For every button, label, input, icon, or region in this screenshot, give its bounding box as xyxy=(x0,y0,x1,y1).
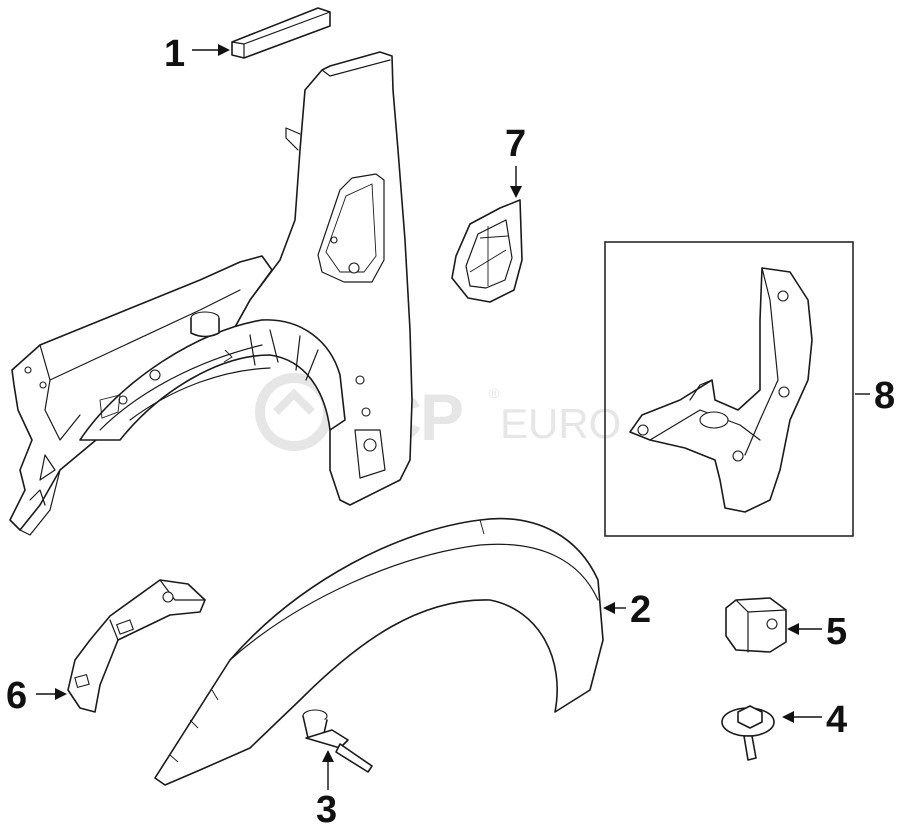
watermark-logo-mark xyxy=(273,388,315,415)
part-4-bolt xyxy=(721,705,775,761)
quarter-panel-assembly xyxy=(9,51,413,536)
callout-7: 7 xyxy=(505,123,526,165)
watermark-registered: ® xyxy=(489,385,500,401)
leaders xyxy=(36,44,870,790)
part-6-bracket xyxy=(67,579,206,713)
watermark: FCP EURO ® xyxy=(255,373,621,454)
callout-4: 4 xyxy=(826,699,847,741)
part-5-clip-nut xyxy=(725,597,787,653)
callout-3: 3 xyxy=(316,789,337,831)
part-8-box xyxy=(604,241,854,537)
callout-8: 8 xyxy=(874,375,895,417)
part-3-push-clip xyxy=(302,709,373,773)
part-1-trim-strip xyxy=(231,7,331,59)
part-7-gusset xyxy=(451,199,523,303)
callout-1: 1 xyxy=(164,33,185,75)
callout-6: 6 xyxy=(6,675,27,717)
callout-5: 5 xyxy=(826,611,847,653)
watermark-suffix: EURO xyxy=(500,400,621,447)
callout-2: 2 xyxy=(630,589,651,631)
callout-labels: 1 2 3 4 5 6 7 8 xyxy=(6,33,895,831)
part-2-wheel-arch-molding xyxy=(154,517,604,786)
